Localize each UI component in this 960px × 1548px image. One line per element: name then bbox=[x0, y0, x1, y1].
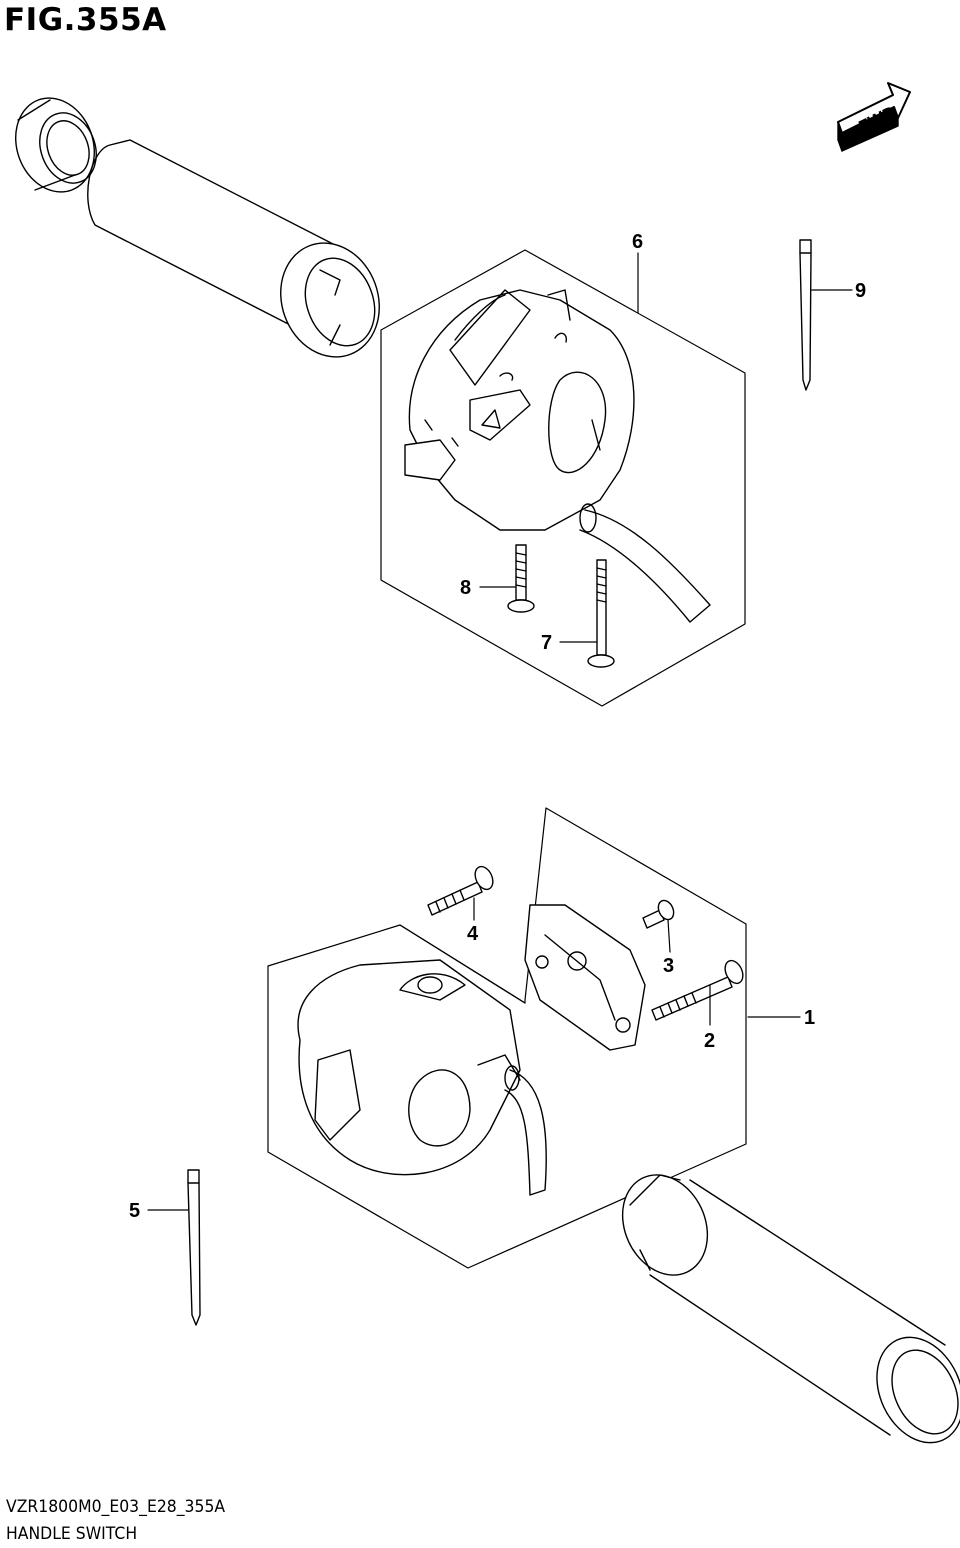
callout-3: 3 bbox=[663, 955, 674, 977]
callout-4: 4 bbox=[467, 923, 479, 945]
screw-8 bbox=[507, 544, 535, 613]
switch-cable bbox=[579, 503, 711, 623]
leader-lines bbox=[147, 252, 853, 1211]
switch-clamp-bracket bbox=[524, 904, 646, 1051]
cable-tie-5 bbox=[187, 1169, 201, 1326]
left-handle-grip bbox=[87, 139, 380, 358]
left-handle-switch-housing bbox=[297, 959, 521, 1176]
callout-9: 9 bbox=[855, 280, 866, 302]
screw-4 bbox=[427, 865, 494, 916]
upper-assembly-frame bbox=[380, 249, 746, 707]
figure-name: HANDLE SWITCH bbox=[6, 1524, 138, 1544]
lower-assembly-frame bbox=[267, 807, 747, 1269]
fwd-direction-badge: FWD bbox=[837, 82, 911, 152]
right-handle-switch-housing bbox=[404, 289, 635, 531]
screw-3 bbox=[642, 899, 675, 929]
cable-tie-9 bbox=[799, 239, 812, 391]
callout-6: 6 bbox=[632, 231, 643, 253]
screw-7 bbox=[587, 559, 615, 668]
callout-1: 1 bbox=[804, 1007, 815, 1029]
bar-end-weight bbox=[14, 97, 97, 193]
callout-5: 5 bbox=[129, 1200, 140, 1222]
callout-7: 7 bbox=[541, 632, 552, 654]
callout-2: 2 bbox=[704, 1030, 715, 1052]
callout-8: 8 bbox=[460, 577, 471, 599]
screw-2 bbox=[651, 959, 744, 1021]
figure-code: VZR1800M0_E03_E28_355A bbox=[6, 1497, 226, 1517]
figure-title: FIG.355A bbox=[4, 2, 167, 38]
throttle-grip bbox=[621, 1174, 960, 1444]
lower-switch-cable bbox=[504, 1065, 547, 1196]
